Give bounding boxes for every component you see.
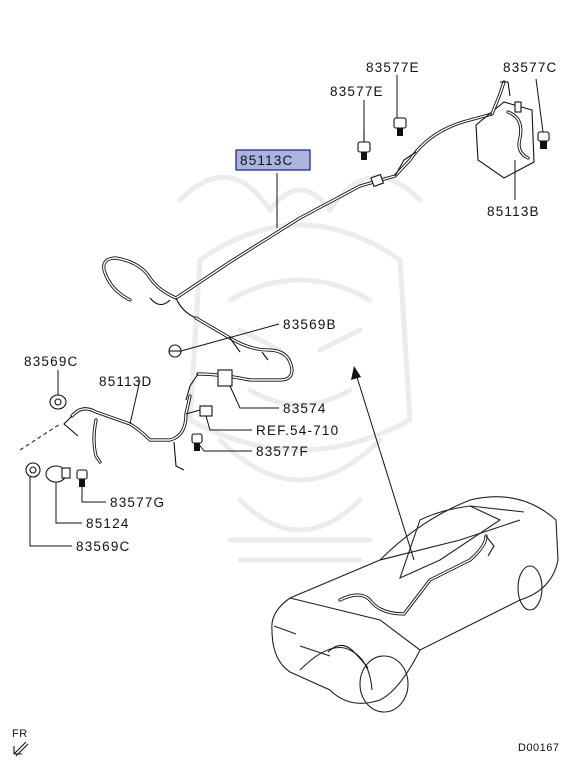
bolt-83577E-b	[393, 117, 407, 136]
harness-85113D	[63, 394, 213, 471]
grommet-83569B	[168, 344, 182, 358]
grommet-83569C-a	[49, 394, 67, 410]
label-ref-54-710[interactable]: REF.54-710	[256, 423, 339, 438]
label-83577G[interactable]: 83577G	[110, 495, 165, 510]
label-83577F[interactable]: 83577F	[256, 444, 309, 459]
grommet-83569C-b	[25, 462, 41, 478]
highlight-85113C	[235, 149, 311, 171]
bolt-83577F	[191, 433, 203, 451]
harness-85113C	[102, 112, 494, 319]
label-85113C[interactable]: 85113C	[240, 153, 294, 168]
label-83569C-top[interactable]: 83569C	[24, 354, 79, 369]
label-83577E-mid[interactable]: 83577E	[330, 84, 384, 99]
harness-lower	[185, 316, 294, 401]
bolt-83577C	[537, 131, 550, 149]
label-83577C[interactable]: 83577C	[503, 60, 558, 75]
fr-arrow-icon: FR	[12, 728, 29, 757]
location-arrow	[351, 366, 415, 561]
label-83569B[interactable]: 83569B	[283, 317, 337, 332]
samurai-helmet-watermark	[177, 174, 423, 563]
label-85113D[interactable]: 85113D	[99, 374, 153, 389]
harness-85113B	[475, 80, 535, 179]
car-outline	[271, 496, 559, 713]
label-83569C-bottom[interactable]: 83569C	[76, 539, 131, 554]
diagram-code: D00167	[518, 742, 560, 754]
fr-label: FR	[12, 728, 28, 740]
label-85113B[interactable]: 85113B	[487, 204, 540, 219]
bolt-83577G	[76, 469, 88, 487]
leader-lines	[29, 75, 544, 547]
label-83577E-top[interactable]: 83577E	[366, 60, 420, 75]
sensor-85124	[45, 465, 71, 483]
label-83574[interactable]: 83574	[283, 401, 327, 416]
label-85124[interactable]: 85124	[86, 516, 130, 531]
